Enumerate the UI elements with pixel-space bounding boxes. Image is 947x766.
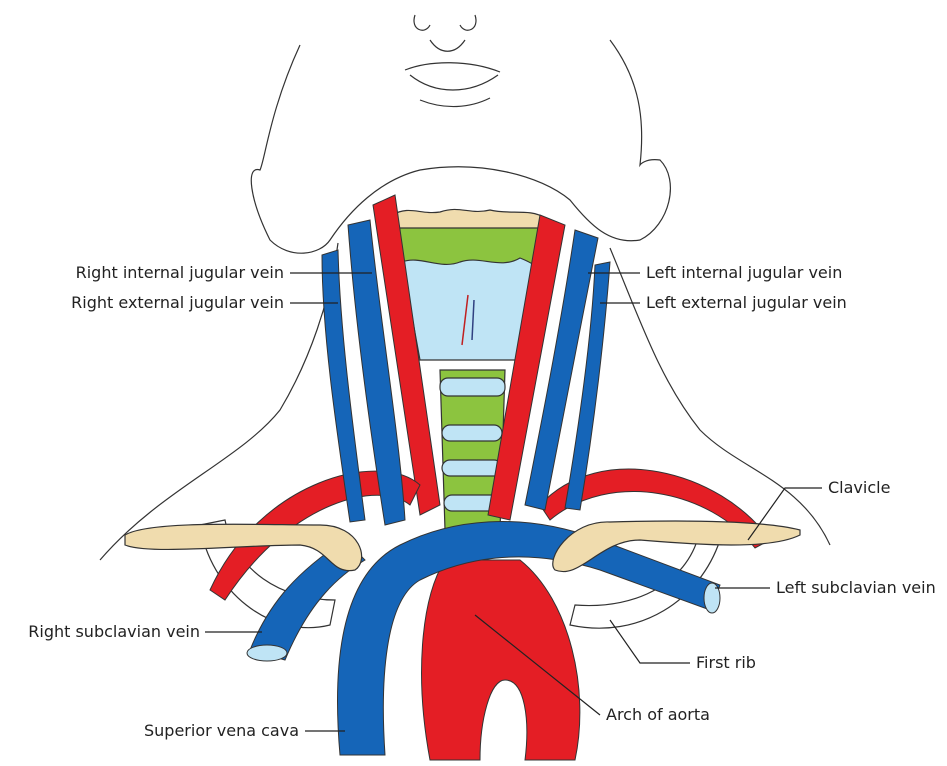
- label-superior-vena-cava: Superior vena cava: [100, 721, 299, 741]
- label-left-internal-jugular-vein: Left internal jugular vein: [646, 263, 842, 283]
- label-clavicle: Clavicle: [828, 478, 890, 498]
- label-right-subclavian-vein: Right subclavian vein: [5, 622, 200, 642]
- label-left-external-jugular-vein: Left external jugular vein: [646, 293, 847, 313]
- label-right-external-jugular-vein: Right external jugular vein: [20, 293, 284, 313]
- label-right-internal-jugular-vein: Right internal jugular vein: [20, 263, 284, 283]
- label-left-subclavian-vein: Left subclavian vein: [776, 578, 936, 598]
- label-arch-of-aorta: Arch of aorta: [606, 705, 710, 725]
- label-first-rib: First rib: [696, 653, 756, 673]
